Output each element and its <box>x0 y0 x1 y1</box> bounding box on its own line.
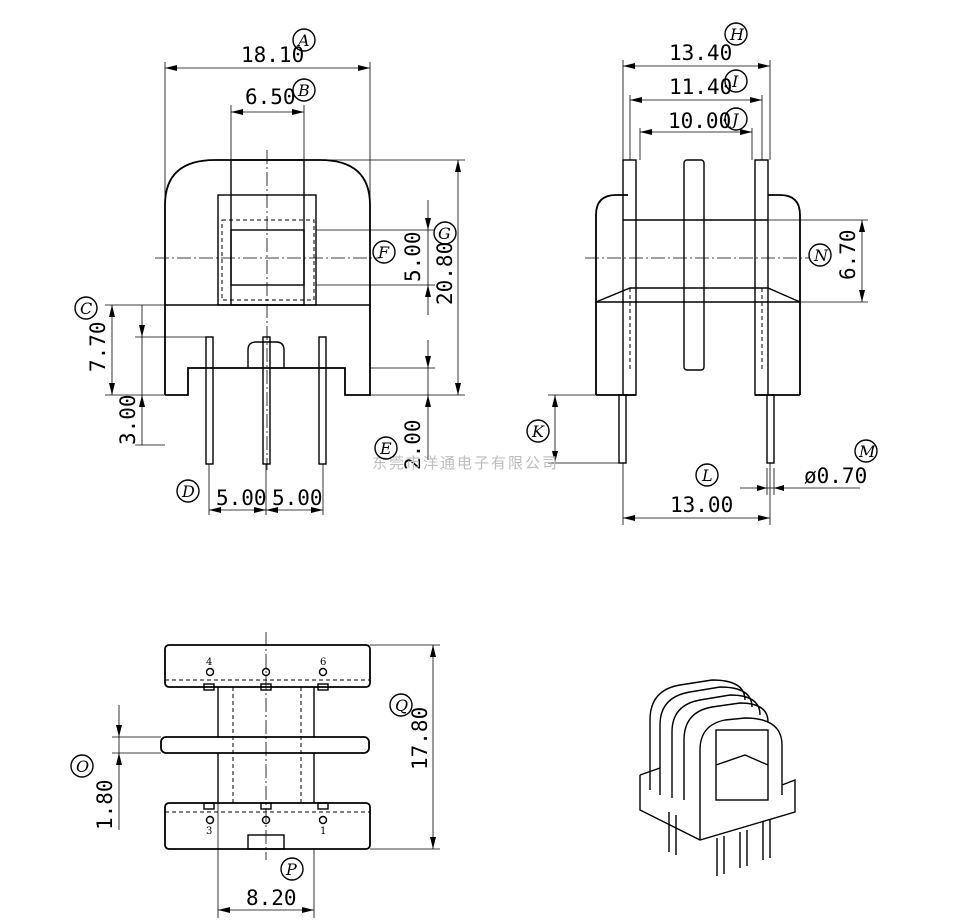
callout-G: G <box>433 221 457 245</box>
dim-C-value: 7.70 <box>86 321 110 372</box>
callout-Q: Q <box>389 693 413 717</box>
svg-text:Q: Q <box>395 696 408 715</box>
dim-Q-value: 17.80 <box>408 707 432 770</box>
dim-N-value: 6.70 <box>836 229 860 280</box>
dim-F-value: 5.00 <box>401 231 425 282</box>
svg-text:C: C <box>80 299 92 318</box>
svg-text:A: A <box>296 31 310 50</box>
dim-I-value: 11.40 <box>669 75 732 99</box>
svg-text:E: E <box>379 439 392 458</box>
callout-M: M <box>854 439 878 463</box>
callout-F: F <box>372 240 396 264</box>
dim-G-value: 20.80 <box>433 242 457 305</box>
iso-view <box>639 679 796 876</box>
svg-text:H: H <box>729 25 745 44</box>
pin-1-label: 1 <box>320 826 326 837</box>
dim-J-value: 10.00 <box>668 109 731 133</box>
callout-J: J <box>724 107 748 131</box>
svg-text:O: O <box>76 757 89 776</box>
callout-C: C <box>74 296 98 320</box>
dim-P-value: 8.20 <box>246 886 297 910</box>
callout-P: P <box>280 857 304 881</box>
svg-text:M: M <box>858 442 876 461</box>
svg-text:F: F <box>377 243 390 262</box>
svg-text:N: N <box>813 246 829 265</box>
callout-N: N <box>808 243 832 267</box>
dim-D1-value: 5.00 <box>216 486 267 510</box>
top-view <box>112 632 440 918</box>
dim-B-value: 6.50 <box>245 85 296 109</box>
watermark: 东莞市洋通电子有限公司 <box>372 454 559 472</box>
dim-3-value: 3.00 <box>116 394 140 445</box>
pin-3-label: 3 <box>206 826 212 837</box>
dim-D2-value: 5.00 <box>272 486 323 510</box>
callout-I: I <box>724 69 748 93</box>
svg-text:I: I <box>731 72 739 91</box>
callout-O: O <box>70 754 94 778</box>
svg-text:P: P <box>285 860 297 879</box>
callout-E: E <box>374 436 398 460</box>
callout-A: A <box>292 28 316 52</box>
svg-text:B: B <box>297 81 310 100</box>
side-view <box>548 60 868 525</box>
front-view <box>105 62 465 515</box>
callout-L: L <box>695 463 719 487</box>
svg-text:G: G <box>438 224 451 243</box>
svg-text:J: J <box>729 110 740 129</box>
dim-H-value: 13.40 <box>669 41 732 65</box>
dim-A-value: 18.10 <box>241 43 304 67</box>
callout-K: K <box>526 419 550 443</box>
dim-E-value: 2.00 <box>401 419 425 470</box>
callout-H: H <box>724 22 748 46</box>
svg-text:D: D <box>181 482 195 501</box>
callout-B: B <box>292 78 316 102</box>
pin-6-label: 6 <box>320 657 326 668</box>
dim-M-value: ø0.70 <box>804 464 867 488</box>
pin-4-label: 4 <box>206 657 212 668</box>
svg-text:L: L <box>701 466 713 485</box>
dim-O-value: 1.80 <box>93 779 117 830</box>
dim-L-value: 13.00 <box>670 493 733 517</box>
svg-text:K: K <box>531 422 545 441</box>
callout-D: D <box>176 479 200 503</box>
